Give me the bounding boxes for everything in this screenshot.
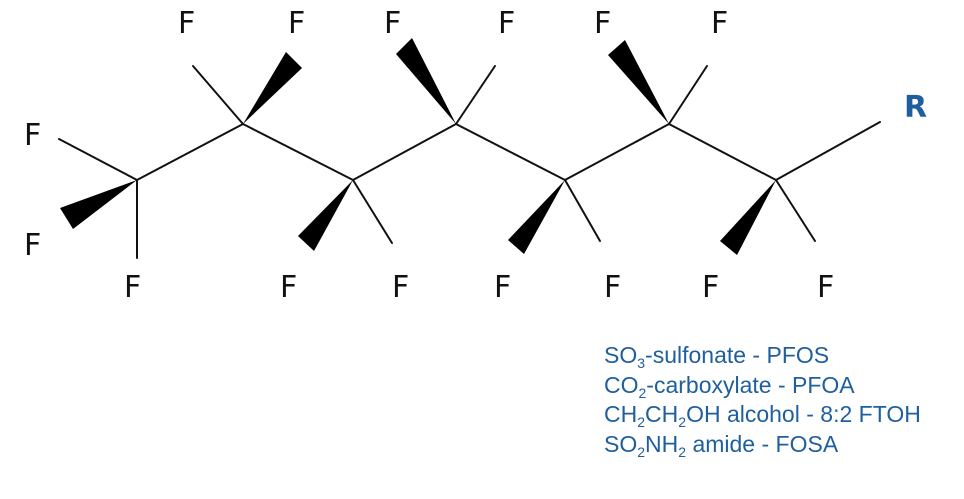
legend-text: CH [645, 401, 679, 428]
fluorine-atom-label: F [124, 270, 141, 305]
legend-text: CH [604, 401, 638, 428]
carbon-fluorine-bond [352, 179, 393, 244]
legend-subscript: 2 [638, 384, 647, 401]
r-group-bond [775, 121, 881, 181]
legend-text: -carboxylate - PFOA [646, 371, 855, 398]
backbone-bond [668, 123, 777, 181]
legend-text: OH alcohol - 8:2 FTOH [686, 401, 921, 428]
legend-item: CH2CH2OH alcohol - 8:2 FTOH [604, 400, 921, 430]
carbon-fluorine-bond [775, 179, 816, 242]
wedge-bond [60, 180, 137, 229]
wedge-bond [396, 38, 456, 124]
legend-text: SO [604, 430, 638, 457]
wedge-bond [720, 180, 776, 255]
bonds-layer [58, 65, 881, 259]
fluorine-atom-label: F [280, 270, 297, 305]
fluorine-atom-label: F [178, 6, 195, 41]
backbone-bond [455, 123, 566, 181]
fluorine-atom-label: F [711, 6, 728, 41]
carbon-fluorine-bond [58, 138, 138, 181]
fluorine-atom-label: F [384, 6, 401, 41]
legend-item: CO2-carboxylate - PFOA [604, 371, 921, 401]
legend-text: amide - FOSA [686, 430, 839, 457]
legend-text: -sulfonate - PFOS [645, 342, 830, 368]
legend-subscript: 2 [678, 443, 687, 460]
atom-labels-layer: F F F F F F F F F F F F F F F [24, 6, 834, 305]
fluorine-atom-label: F [288, 6, 305, 41]
carbon-fluorine-bond [564, 179, 601, 242]
fluorine-atom-label: F [594, 6, 611, 41]
fluorine-atom-label: F [498, 6, 515, 41]
legend-subscript: 2 [637, 443, 646, 460]
carbon-fluorine-bond [192, 65, 244, 125]
legend-text: CO [604, 371, 639, 398]
wedge-bond [298, 180, 353, 251]
fluorine-atom-label: F [24, 228, 41, 263]
fluorine-atom-label: F [702, 270, 719, 305]
backbone-bond [136, 123, 244, 181]
carbon-fluorine-bond [455, 65, 496, 125]
backbone-bond [564, 123, 670, 181]
carbon-fluorine-bond [668, 65, 708, 125]
fluorine-atom-label: F [494, 270, 511, 305]
legend-item: SO2NH2 amide - FOSA [604, 430, 921, 460]
wedge-bond [608, 40, 669, 124]
r-group-label: R [904, 90, 927, 125]
wedge-bond [243, 52, 302, 124]
wedge-bonds-layer [60, 38, 776, 255]
fluorine-atom-label: F [604, 270, 621, 305]
fluorine-atom-label: F [392, 270, 409, 305]
legend-subscript: 3 [637, 355, 646, 371]
backbone-bond [242, 123, 354, 181]
legend-text: NH [645, 430, 679, 457]
fluorine-atom-label: F [24, 118, 41, 153]
legend-subscript: 2 [637, 414, 646, 431]
legend-text: SO [604, 342, 638, 368]
legend-subscript: 2 [678, 414, 687, 431]
wedge-bond [508, 180, 565, 254]
fluorine-atom-label: F [817, 270, 834, 305]
backbone-bond [352, 123, 457, 181]
legend-item: SO3-sulfonate - PFOS [604, 341, 921, 371]
